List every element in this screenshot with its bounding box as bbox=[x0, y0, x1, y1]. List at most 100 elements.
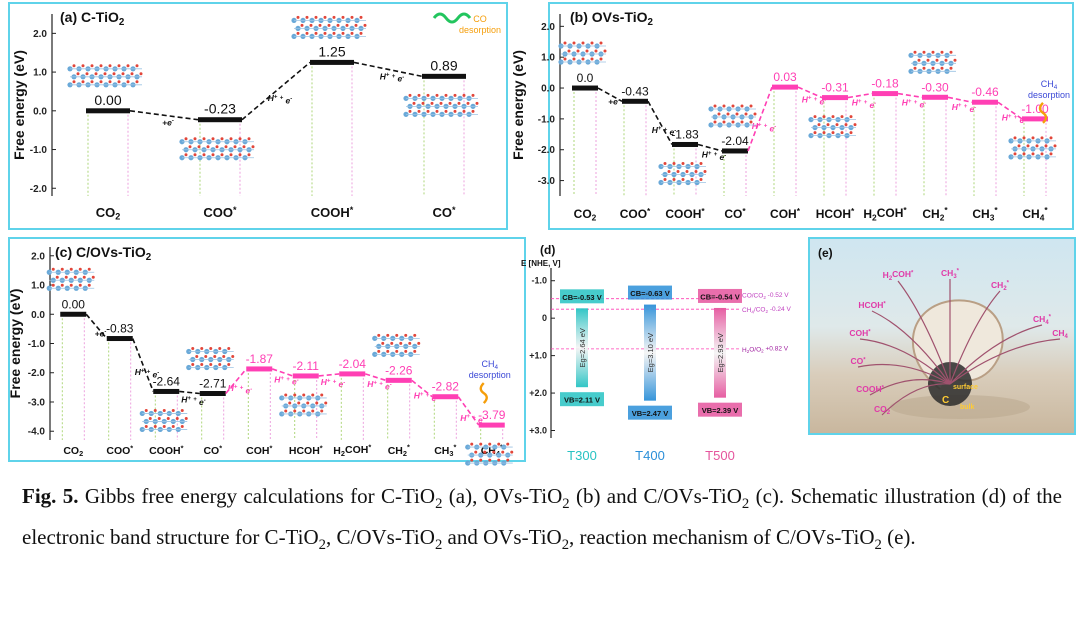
panel-a-co-squiggle bbox=[432, 12, 472, 24]
panel-a-ytick-label: 0.0 bbox=[33, 106, 47, 117]
panel-a-title: (a) C-TiO2​ bbox=[60, 9, 125, 28]
panel-e-arm-2 bbox=[871, 310, 951, 385]
panel-a-lattice-0 bbox=[67, 64, 143, 88]
panel-b-category-0: CO2​ bbox=[574, 207, 597, 223]
panel-b-connector-3 bbox=[747, 86, 773, 152]
panel-d-ylabel: E [NHE, V] bbox=[521, 259, 561, 268]
panel-c-level-9 bbox=[478, 422, 505, 428]
panel-d-ytick-label: -1.0 bbox=[531, 276, 547, 286]
panel-e-species-7: CO*​ bbox=[850, 356, 866, 366]
panel-c-level-3 bbox=[199, 391, 226, 397]
panel-c-step-label-2: H+​ +​ e-​ bbox=[181, 394, 206, 406]
panel-b-lattice-5 bbox=[808, 115, 857, 139]
panel-b-value-label-1: -0.43 bbox=[621, 84, 649, 98]
panel-b-connector-4 bbox=[797, 86, 823, 99]
panel-d-chart: (d)E [NHE, V]-1.00+1.0+2.0+3.0CO/CO2​ -0… bbox=[521, 243, 791, 463]
panel-e-core-bulk: bulk bbox=[960, 404, 974, 411]
panel-b-step-label-7: H+​ +​ e-​ bbox=[952, 102, 977, 114]
panel-e-species-2: HCOH*​ bbox=[858, 300, 886, 310]
panel-b-step-label-6: H+​ +​ e-​ bbox=[902, 97, 927, 109]
panel-b-category-4: COH*​ bbox=[770, 206, 801, 221]
panel-b-connector-7 bbox=[947, 96, 973, 104]
panel-e-species-6: CH4​ bbox=[1052, 328, 1068, 340]
panel-b-lattice-2 bbox=[658, 161, 707, 186]
panel-c-step-label-6: H+​ +​ e-​ bbox=[367, 379, 392, 391]
panel-b-lattice-7 bbox=[908, 50, 957, 74]
panel-c-value-label-3: -2.71 bbox=[199, 377, 227, 391]
panel-d-vb-label-0: VB=2.11 V bbox=[564, 396, 600, 405]
caption-text: Gibbs free energy calculations for C-TiO… bbox=[22, 484, 1062, 554]
panel-e-arm-8 bbox=[869, 379, 951, 396]
panel-e-arm-7 bbox=[857, 363, 951, 385]
panel-c-category-7: CH2​*​ bbox=[388, 443, 410, 458]
panel-a-ylabel: Free energy (eV) bbox=[11, 50, 27, 160]
panel-d-vb-box-0 bbox=[560, 392, 604, 407]
panel-b-category-2: COOH*​ bbox=[665, 206, 705, 221]
panel-c-ytick-label: 1.0 bbox=[31, 281, 45, 292]
panel-d-eg-label-1: Eg=3.10 eV bbox=[646, 333, 655, 372]
panel-a-step-label-0: +e-​ bbox=[162, 117, 174, 127]
panel-a-step-label-2: H+​ +​ e-​ bbox=[380, 71, 405, 83]
panel-c-connector-8 bbox=[457, 396, 480, 426]
panel-b-ytick-label: 0.0 bbox=[541, 84, 555, 95]
panel-b-connector-1 bbox=[647, 100, 673, 145]
panel-c-ytick-label: -4.0 bbox=[28, 427, 46, 438]
panel-e-arm-3 bbox=[949, 290, 1001, 385]
panel-b-value-label-7: -0.30 bbox=[921, 80, 949, 94]
panel-c-ytick-label: 0.0 bbox=[31, 310, 45, 321]
panel-a-lattice-2 bbox=[291, 15, 367, 40]
panel-b-level-7 bbox=[922, 94, 948, 100]
panel-b-ytick-label: -1.0 bbox=[538, 114, 556, 125]
panel-a-value-label-1: -0.23 bbox=[204, 101, 236, 117]
panel-b-level-6 bbox=[872, 91, 898, 97]
panel-c-category-0: CO2​ bbox=[63, 445, 83, 458]
panel-a-ytick-label: 2.0 bbox=[33, 29, 47, 40]
panel-e-species-3: CH2​*​ bbox=[991, 280, 1010, 292]
panel-c-category-6: H2​COH*​ bbox=[333, 443, 371, 458]
panel-c-step-label-0: +e-​ bbox=[95, 328, 107, 338]
panel-d-gap-bar-1 bbox=[644, 304, 656, 401]
panel-a-connector-1 bbox=[241, 61, 311, 121]
panel-c-lattice-2 bbox=[139, 408, 188, 433]
panel-b-category-9: CH4​*​ bbox=[1022, 205, 1048, 222]
panel-b-value-label-8: -0.46 bbox=[971, 85, 999, 99]
panel-b-lattice-3 bbox=[708, 104, 757, 128]
panel-d-cb-label-2: CB=-0.54 V bbox=[700, 292, 739, 301]
panel-c-ytick-label: -2.0 bbox=[28, 368, 46, 379]
panel-e-species-4: COH*​ bbox=[849, 328, 871, 338]
panel-d-cb-box-2 bbox=[698, 288, 742, 303]
panel-e-arm-9 bbox=[881, 383, 951, 416]
panel-a-level-3 bbox=[422, 73, 466, 79]
panel-c-ch4-squiggle bbox=[479, 382, 488, 404]
panel-c-connector-2 bbox=[179, 390, 200, 395]
panel-c-ytick-label: -3.0 bbox=[28, 397, 46, 408]
panel-e-species-9: CO2​ bbox=[874, 404, 891, 416]
panel-d-ref-label-2: H2​O/O2​ +0.82 V bbox=[742, 346, 789, 355]
panel-b-level-2 bbox=[672, 141, 698, 147]
panel-b-annotation-species: CH4​ bbox=[1041, 79, 1058, 91]
panel-a-level-2 bbox=[310, 59, 354, 65]
panel-b-level-4 bbox=[772, 84, 798, 90]
panel-d-eg-label-2: Eg=2.93 eV bbox=[716, 333, 725, 372]
panel-d-cb-label-1: CB=-0.63 V bbox=[630, 289, 669, 298]
panel-a-value-label-3: 0.89 bbox=[430, 57, 457, 73]
panel-e-label: (e) bbox=[818, 246, 833, 260]
panel-d-vb-label-1: VB=2.47 V bbox=[632, 409, 668, 418]
panel-e-arm-6 bbox=[949, 338, 1061, 385]
panel-d-sample-name-1: T400 bbox=[635, 448, 665, 463]
panel-b-lattice-0 bbox=[558, 41, 607, 65]
panel-c-category-4: COH*​ bbox=[246, 444, 272, 457]
panel-b-step-label-1: H+​ +​ e-​ bbox=[652, 125, 677, 137]
panel-c-connector-6 bbox=[365, 373, 386, 382]
panel-e-shell bbox=[911, 299, 1004, 390]
panel-d-sample-name-2: T500 bbox=[705, 448, 735, 463]
panel-e-arm-0 bbox=[897, 280, 951, 385]
panel-a-ytick-label: -2.0 bbox=[30, 184, 48, 195]
panel-c-level-6 bbox=[339, 371, 366, 377]
panel-a-category-1: COO*​ bbox=[203, 205, 237, 220]
panel-c-step-label-5: H+​ +​ e-​ bbox=[321, 377, 346, 389]
panel-d-gap-bar-2 bbox=[714, 307, 726, 398]
